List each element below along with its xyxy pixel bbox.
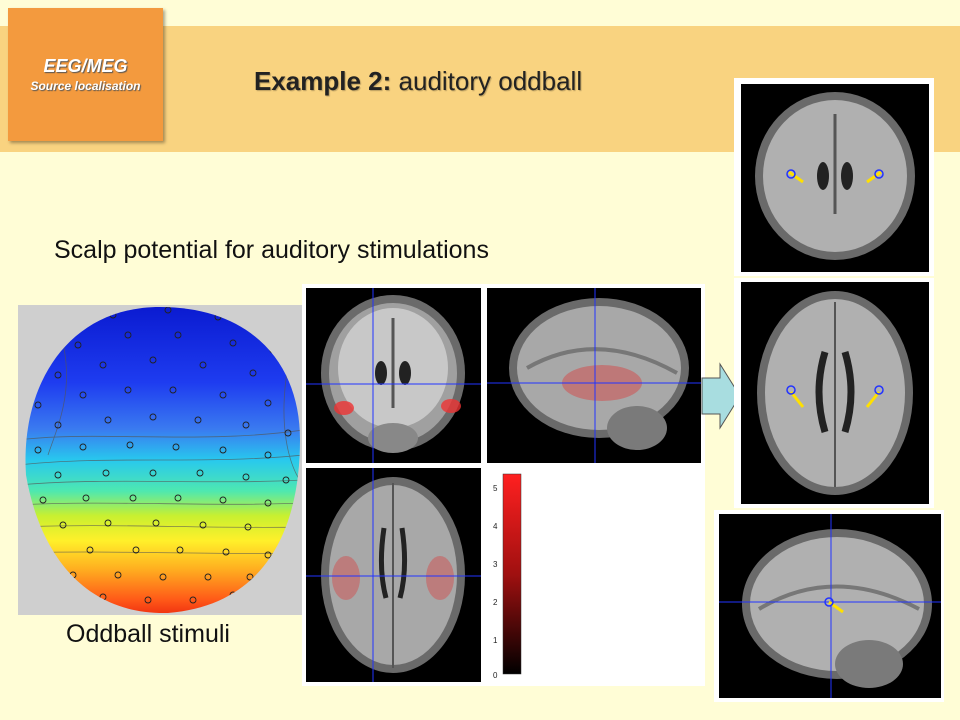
slide-title-rest: auditory oddball <box>391 66 583 96</box>
colorbar-tick: 2 <box>493 598 498 607</box>
arrow-right-icon <box>700 362 742 430</box>
subtitle: Scalp potential for auditory stimulation… <box>54 236 489 264</box>
source-sagittal-slice <box>719 514 941 698</box>
badge-subtitle: Source localisation <box>30 79 141 93</box>
mri-sagittal-slice <box>487 288 701 463</box>
colorbar-tick: 4 <box>493 522 498 531</box>
badge-title: EEG/MEG <box>43 56 128 76</box>
colorbar-tick: 5 <box>493 484 498 493</box>
mri-coronal-slice <box>306 288 481 463</box>
slide-title: Example 2: auditory oddball <box>254 66 582 97</box>
source-coronal-slice <box>741 84 929 272</box>
colorbar-gradient <box>502 473 522 675</box>
colorbar-panel: 5 4 3 2 1 0 <box>487 468 701 682</box>
colorbar-tick: 3 <box>493 560 498 569</box>
source-axial-slice <box>741 282 929 504</box>
section-badge: EEG/MEG Source localisation <box>8 8 163 141</box>
mri-axial-slice <box>306 468 481 682</box>
figure-caption: Oddball stimuli <box>66 620 230 648</box>
colorbar-tick: 0 <box>493 671 498 680</box>
slide-title-bold: Example 2: <box>254 66 392 96</box>
scalp-map <box>18 305 303 615</box>
colorbar-tick: 1 <box>493 636 498 645</box>
